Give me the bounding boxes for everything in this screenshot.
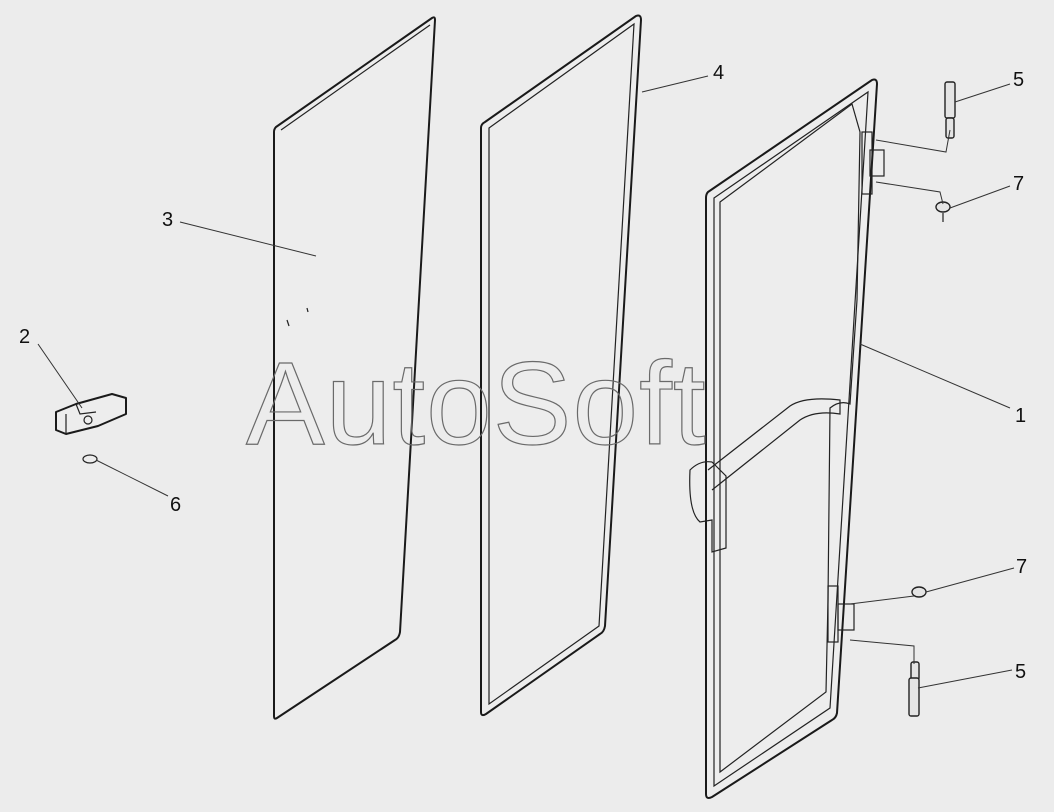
clip-part-6: [82, 454, 98, 464]
hinge-pin-part-5-top: [944, 81, 956, 139]
hinge-pin-part-5-bottom: [908, 661, 920, 717]
callout-5-bottom: 5: [1015, 661, 1026, 683]
callout-4: 4: [713, 62, 724, 84]
nut-part-7-top: [935, 201, 951, 222]
assembly-connectors: [849, 129, 951, 664]
callout-1: 1: [1015, 405, 1026, 427]
watermark-text: AutoSoft: [246, 338, 707, 470]
door-frame-part-1: [689, 78, 885, 799]
glass-panel-part-3: [273, 16, 436, 720]
callout-6: 6: [170, 494, 181, 516]
callout-2: 2: [19, 326, 30, 348]
callout-7-bottom: 7: [1016, 556, 1027, 578]
callout-5-top: 5: [1013, 69, 1024, 91]
nut-part-7-bottom: [911, 586, 927, 598]
latch-bracket-part-2: [55, 393, 127, 435]
seal-frame-part-4: [480, 14, 642, 717]
callout-7-top: 7: [1013, 173, 1024, 195]
callout-3: 3: [162, 209, 173, 231]
leader-lines: [37, 75, 1015, 689]
